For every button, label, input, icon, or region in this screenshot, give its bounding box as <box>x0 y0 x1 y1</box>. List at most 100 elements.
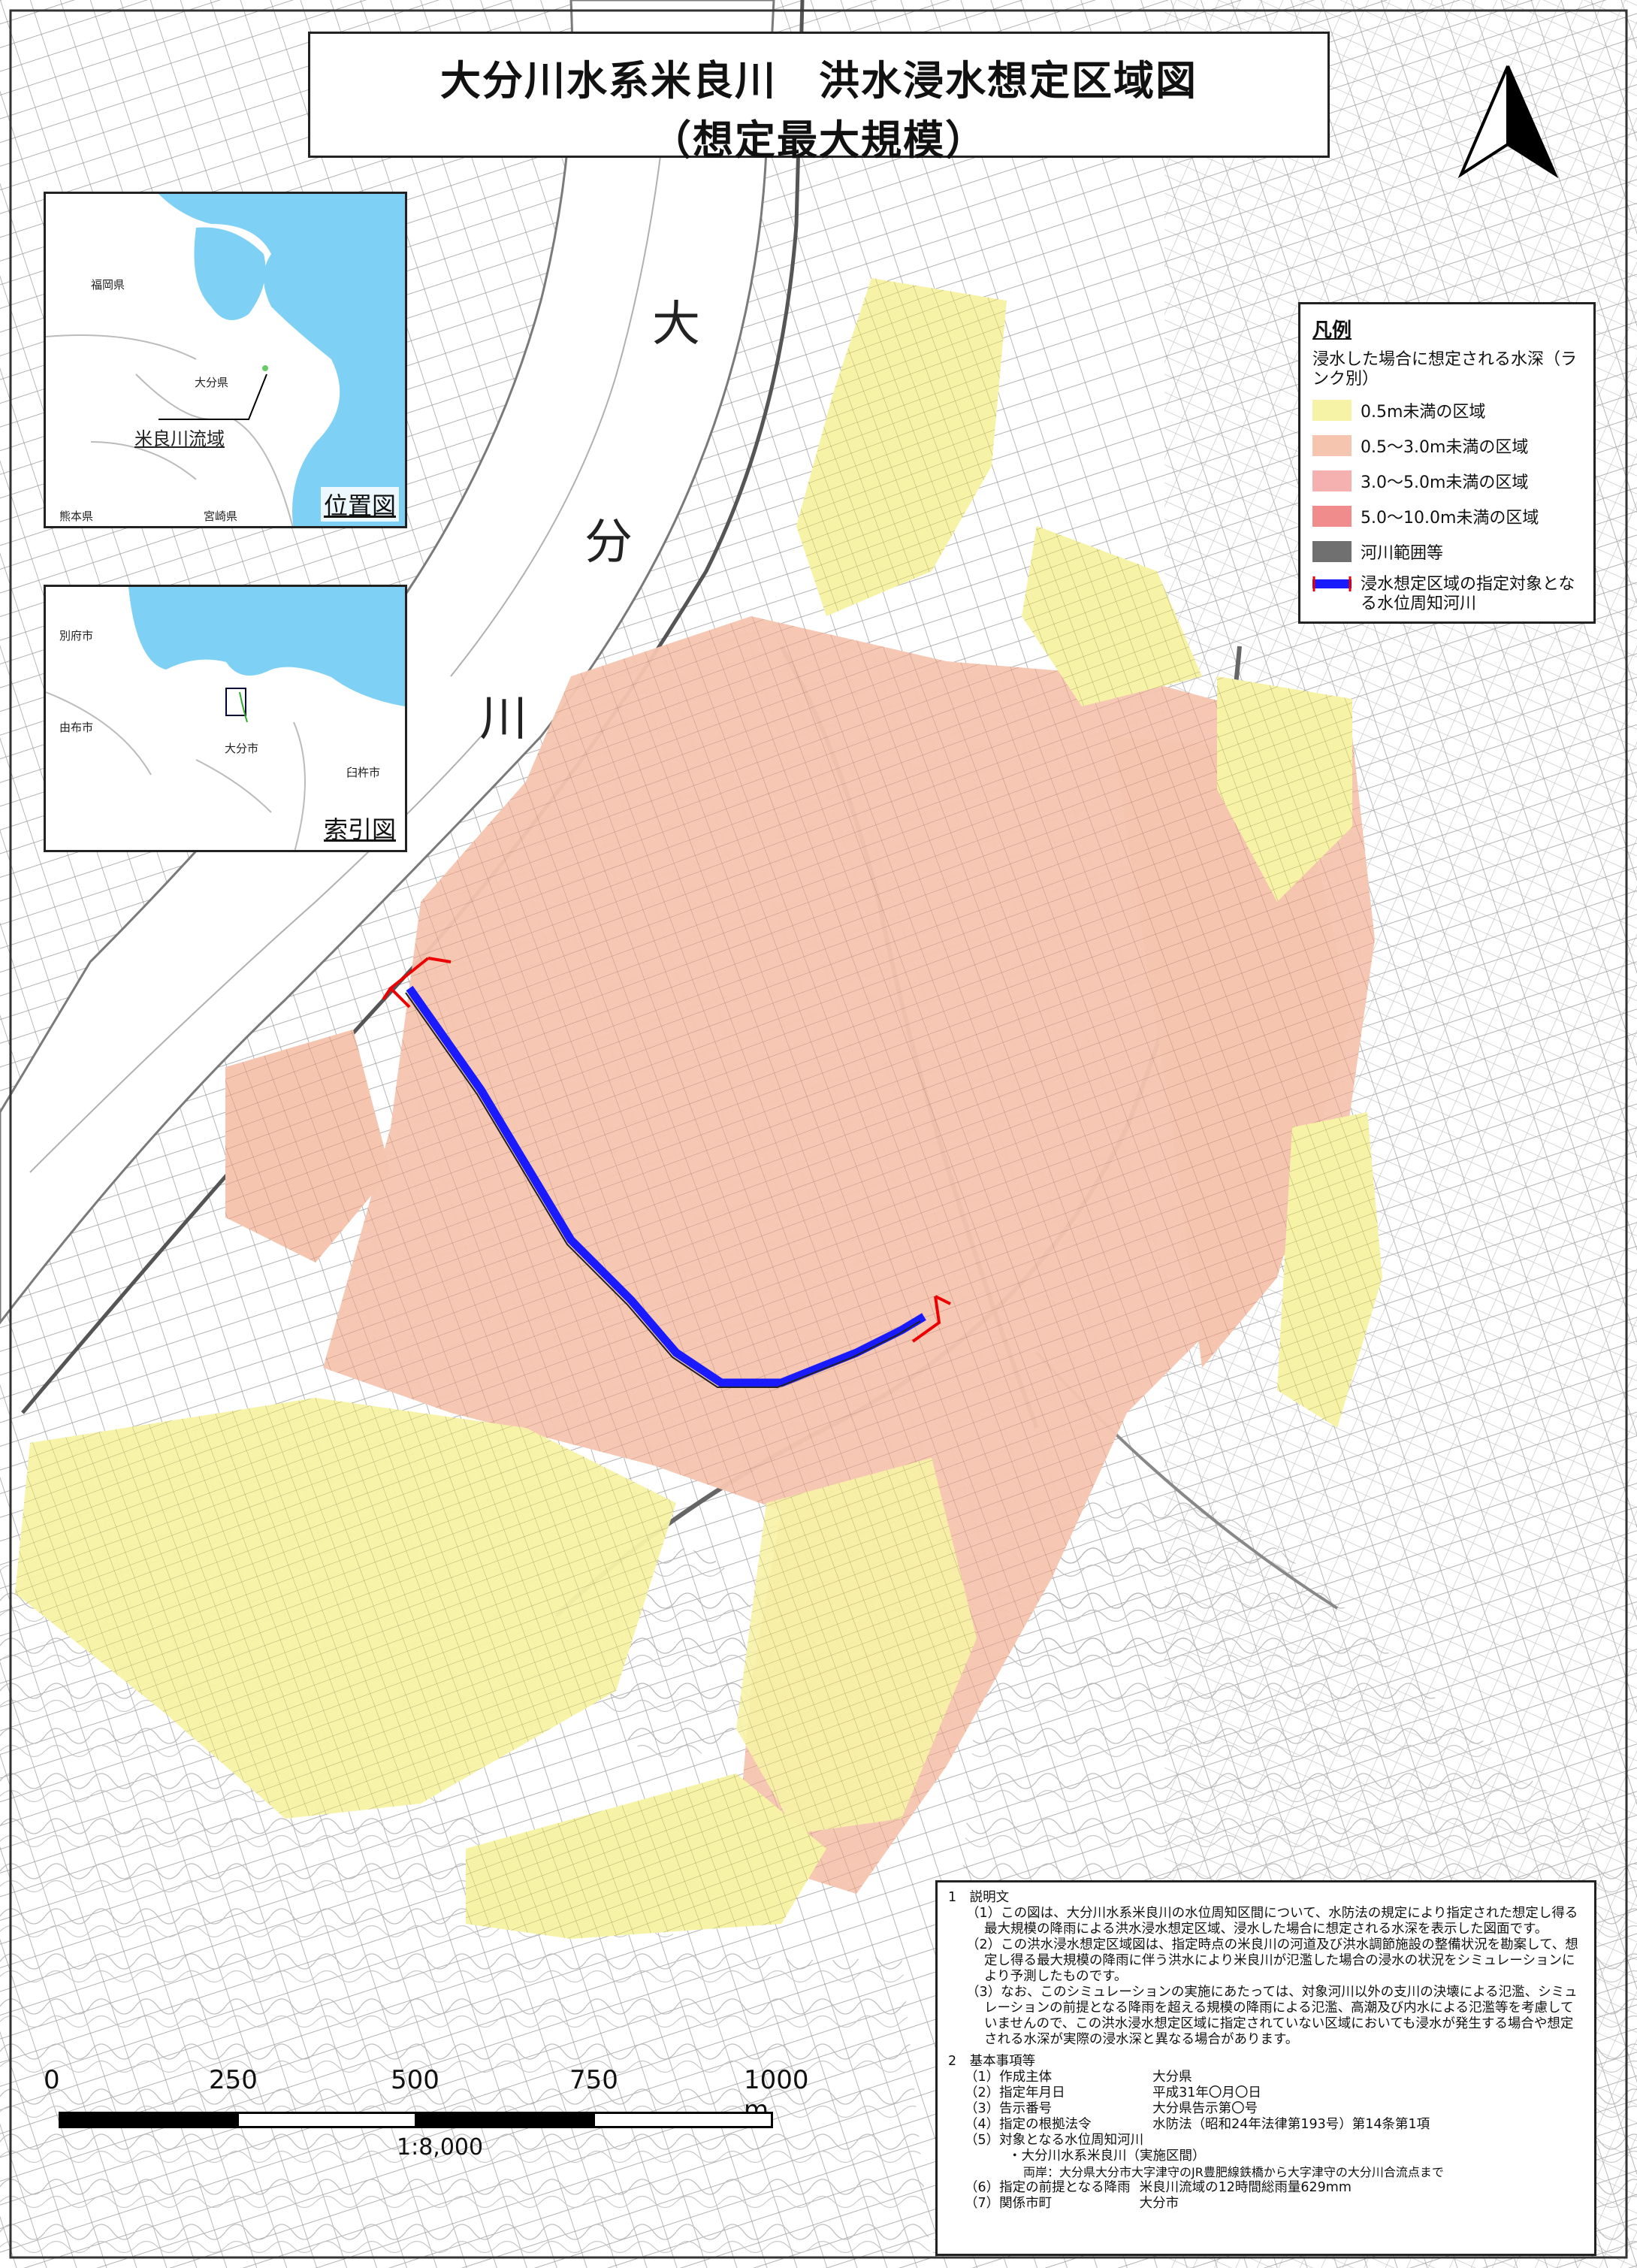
scale-segment <box>415 2112 595 2128</box>
table-value: 大分県 <box>1152 2070 1192 2085</box>
flood-zone-yellow-1 <box>796 278 1007 616</box>
table-row: （2）指定年月日 平成31年〇月〇日 <box>965 2085 1439 2101</box>
notes-section-1-title: 1 説明文 <box>948 1890 1010 1905</box>
river-sandbar-2 <box>450 150 662 677</box>
river-name-char-2: 分 <box>584 515 633 570</box>
notes-item: （2）この洪水浸水想定区域図は、指定時点の米良川の河道及び洪水調節施設の整備状況… <box>966 1937 1578 1984</box>
location-inset: 福岡県 大分県 熊本県 宮崎県 米良川流域 位置図 <box>44 192 407 528</box>
table-key: （3）告示番号 <box>965 2101 1053 2116</box>
flood-zone-yellow-4 <box>15 1398 676 1819</box>
title-line-1: 大分川水系米良川 洪水浸水想定区域図 <box>440 57 1198 104</box>
legend-item: 河川範囲等 <box>1312 540 1581 564</box>
place-usuki: 臼杵市 <box>346 766 381 779</box>
legend-item: 0.5m未満の区域 <box>1312 398 1581 422</box>
legend-swatch <box>1312 506 1352 527</box>
flood-zone-salmon-1 <box>323 616 1375 1894</box>
target-river-swatch <box>1312 576 1352 591</box>
legend-item-label: 浸水想定区域の指定対象となる水位周知河川 <box>1361 575 1575 613</box>
legend-item-label: 3.0～5.0m未満の区域 <box>1361 473 1529 492</box>
explanatory-notes: 1 説明文 （1）この図は、大分川水系米良川の水位周知区間について、水防法の規定… <box>935 1880 1596 2256</box>
scale-tick-label: 500 <box>391 2065 439 2095</box>
flood-zone-yellow-3 <box>1217 676 1352 902</box>
table-row: （5）対象となる水位周知河川 <box>965 2133 1439 2149</box>
notes-section-2-title: 2 基本事項等 <box>948 2054 1036 2069</box>
table-row: （3）告示番号 大分県告示第〇号 <box>965 2101 1439 2117</box>
river-sandbar <box>29 736 482 1173</box>
index-inset-label: 索引図 <box>320 811 399 845</box>
mera-basin-callout: 米良川流域 <box>134 428 225 449</box>
legend-item: 0.5～3.0m未満の区域 <box>1312 434 1581 458</box>
table-key: （6）指定の前提となる降雨 <box>965 2180 1131 2195</box>
scale-tick-label: 0 <box>44 2065 60 2095</box>
legend-item: 3.0～5.0m未満の区域 <box>1312 469 1581 493</box>
river-name-char-1: 大 <box>652 297 700 352</box>
scale-segment <box>59 2112 239 2128</box>
legend-subtitle: 浸水した場合に想定される水深（ランク別） <box>1312 350 1578 389</box>
flood-zone-yellow-5 <box>466 1774 826 1939</box>
place-yufu: 由布市 <box>59 721 94 734</box>
flood-zone-salmon-2 <box>225 1030 391 1263</box>
title-line-2: （想定最大規模） <box>651 116 987 164</box>
mera-river-outline <box>405 992 921 1388</box>
legend-swatch <box>1312 541 1352 562</box>
notes-item: （3）なお、このシミュレーションの実施にあたっては、対象河川以外の支川の決壊によ… <box>966 1985 1578 2047</box>
table-value: 大分県告示第〇号 <box>1152 2101 1258 2116</box>
index-inset-map <box>46 587 405 850</box>
flood-zone-yellow-7 <box>1277 1112 1382 1428</box>
legend-swatch <box>1312 470 1352 491</box>
legend-title: 凡例 <box>1312 319 1352 342</box>
table-key: （7）関係市町 <box>965 2196 1053 2211</box>
target-river-name: ・大分川水系米良川（実施区間） <box>1008 2149 1206 2164</box>
scale-tick-label: 750 <box>569 2065 618 2095</box>
index-inset: 別府市 由布市 大分市 臼杵市 索引図 <box>44 585 407 852</box>
notes-item: （1）この図は、大分川水系米良川の水位周知区間について、水防法の規定により指定さ… <box>966 1906 1578 1937</box>
table-value <box>1152 2133 1439 2149</box>
place-oita-pref: 大分県 <box>195 376 229 389</box>
legend-item: 5.0～10.0m未満の区域 <box>1312 504 1581 528</box>
section-end-marker <box>911 1295 951 1343</box>
table-key: （1）作成主体 <box>965 2070 1053 2085</box>
legend-swatch <box>1312 435 1352 456</box>
place-kumamoto: 熊本県 <box>59 510 94 523</box>
place-fukuoka: 福岡県 <box>91 278 125 292</box>
table-row: （6）指定の前提となる降雨米良川流域の12時間総雨量629mm <box>965 2180 1361 2196</box>
scale-bar: 0 250 500 750 1000 m 1:8,000 <box>44 2065 832 2161</box>
scale-segment <box>237 2112 417 2128</box>
table-value: 水防法（昭和24年法律第193号）第14条第1項 <box>1152 2117 1430 2132</box>
section-start-marker <box>382 957 452 1009</box>
place-miyazaki: 宮崎県 <box>204 510 238 523</box>
table-value: 大分市 <box>1139 2196 1179 2211</box>
basic-info-table-2: （6）指定の前提となる降雨米良川流域の12時間総雨量629mm （7）関係市町 大… <box>965 2180 1361 2212</box>
legend-item-label: 河川範囲等 <box>1361 544 1444 563</box>
table-key: （2）指定年月日 <box>965 2085 1065 2100</box>
scale-tick-label: 250 <box>209 2065 258 2095</box>
map-title: 大分川水系米良川 洪水浸水想定区域図 （想定最大規模） <box>308 32 1330 164</box>
table-key: （5）対象となる水位周知河川 <box>965 2133 1144 2148</box>
flood-zone-yellow-6 <box>736 1458 977 1834</box>
north-arrow-icon <box>1457 65 1559 179</box>
location-inset-map <box>46 194 405 526</box>
legend-item-label: 0.5m未満の区域 <box>1361 403 1486 422</box>
place-beppu: 別府市 <box>59 629 94 643</box>
legend-item-label: 5.0～10.0m未満の区域 <box>1361 509 1539 528</box>
flood-zone-yellow-2 <box>1022 526 1202 706</box>
table-row: （1）作成主体 大分県 <box>965 2070 1439 2085</box>
table-value: 平成31年〇月〇日 <box>1152 2085 1261 2100</box>
river-name-char-3: 川 <box>479 691 527 747</box>
location-inset-label: 位置図 <box>320 487 399 522</box>
place-oita-city: 大分市 <box>225 742 259 755</box>
scale-ratio: 1:8,000 <box>397 2134 484 2161</box>
legend: 凡例 浸水した場合に想定される水深（ランク別） 0.5m未満の区域 0.5～3.… <box>1298 302 1596 624</box>
legend-item-river: 浸水想定区域の指定対象となる水位周知河川 <box>1312 575 1581 614</box>
table-value: 米良川流域の12時間総雨量629mm <box>1139 2180 1352 2195</box>
mera-river <box>406 985 926 1387</box>
basic-info-table: （1）作成主体 大分県 （2）指定年月日 平成31年〇月〇日 （3）告示番号 大分県告… <box>965 2070 1439 2149</box>
table-row: （4）指定の根拠法令 水防法（昭和24年法律第193号）第14条第1項 <box>965 2117 1439 2133</box>
map-frame <box>9 9 1628 2259</box>
table-key: （4）指定の根拠法令 <box>965 2117 1092 2132</box>
table-row: （7）関係市町 大分市 <box>965 2196 1361 2212</box>
legend-item-label: 0.5～3.0m未満の区域 <box>1361 438 1529 457</box>
legend-swatch <box>1312 400 1352 421</box>
target-river-range: 両岸：大分県大分市大字津守のJR豊肥線鉄橋から大字津守の大分川合流点まで <box>1023 2165 1444 2179</box>
scale-segment <box>593 2112 773 2128</box>
